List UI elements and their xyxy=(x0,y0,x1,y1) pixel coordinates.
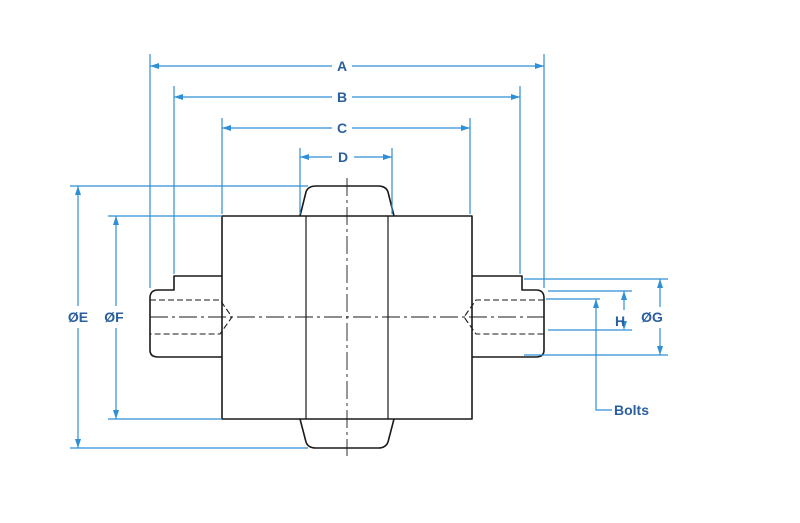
left-shaft xyxy=(149,275,222,358)
center-lines xyxy=(150,178,544,456)
label-e: ØE xyxy=(68,309,88,325)
label-d: D xyxy=(338,149,348,165)
label-bolts: Bolts xyxy=(614,402,649,418)
label-g: ØG xyxy=(641,309,663,325)
dimension-labels: A B C D ØE ØF ØG H Bolts xyxy=(68,58,663,418)
label-c: C xyxy=(337,120,347,136)
right-shaft xyxy=(472,275,545,358)
bolts-leader xyxy=(595,299,612,411)
arrowheads xyxy=(75,63,663,448)
label-a: A xyxy=(337,58,347,74)
label-f: ØF xyxy=(104,309,124,325)
dimension-lines xyxy=(70,54,668,449)
label-h: H xyxy=(615,313,625,329)
right-bolt-hole xyxy=(463,299,544,335)
label-b: B xyxy=(337,89,347,105)
dimension-arrows xyxy=(77,65,661,448)
